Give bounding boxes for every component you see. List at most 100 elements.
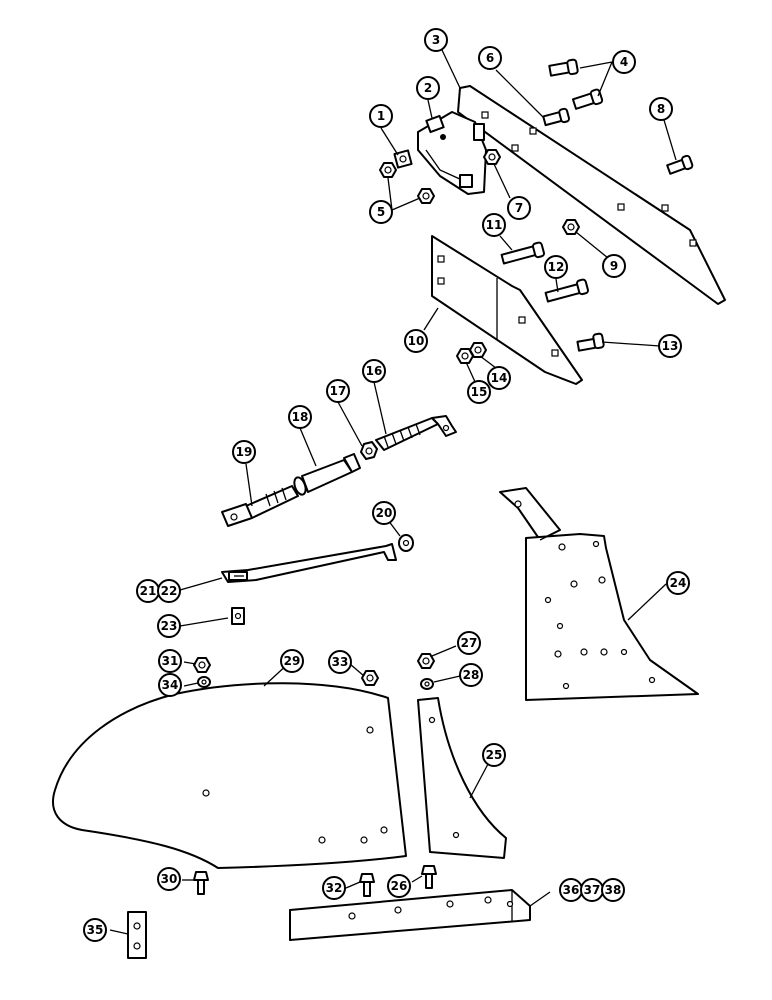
part-29-moldboard <box>52 682 407 869</box>
callout-24: 24 <box>666 571 690 595</box>
callout-2: 2 <box>416 76 440 100</box>
callout-13: 13 <box>658 334 682 358</box>
callout-label: 13 <box>662 339 679 353</box>
part-15-nut <box>456 348 474 364</box>
callout-label: 17 <box>330 384 347 398</box>
callout-31: 31 <box>158 649 182 673</box>
callout-label: 21 <box>140 584 157 598</box>
callout-18: 18 <box>288 405 312 429</box>
callout-28: 28 <box>459 663 483 687</box>
part-28-washer <box>420 678 434 690</box>
callout-label: 38 <box>605 883 622 897</box>
part-9-nut <box>562 219 580 235</box>
part-4-bolt-upper <box>548 58 579 77</box>
callout-37: 37 <box>580 878 604 902</box>
callout-label: 30 <box>161 872 178 886</box>
callout-label: 32 <box>326 881 343 895</box>
callout-36: 36 <box>559 878 583 902</box>
callout-32: 32 <box>322 876 346 900</box>
callout-7: 7 <box>507 196 531 220</box>
part-4-bolt-lower <box>571 88 604 110</box>
callout-label: 18 <box>292 410 309 424</box>
callout-label: 9 <box>610 259 618 273</box>
callout-label: 29 <box>284 654 301 668</box>
callout-label: 35 <box>87 923 104 937</box>
part-26-plow-bolt <box>421 865 437 889</box>
part-10-shin <box>431 235 583 385</box>
part-13-bolt <box>576 332 605 352</box>
callout-23: 23 <box>157 614 181 638</box>
callout-6: 6 <box>478 46 502 70</box>
part-30-plow-bolt <box>193 871 209 895</box>
part-6-bolt <box>542 107 571 127</box>
callout-label: 31 <box>162 654 179 668</box>
part-24-frog-plate <box>499 487 699 701</box>
callout-5: 5 <box>369 200 393 224</box>
callout-38: 38 <box>601 878 625 902</box>
callout-10: 10 <box>404 329 428 353</box>
callout-11: 11 <box>482 213 506 237</box>
callout-label: 16 <box>366 364 383 378</box>
callout-17: 17 <box>326 379 350 403</box>
part-25-shin-strip <box>417 697 507 859</box>
callout-label: 37 <box>584 883 601 897</box>
callout-26: 26 <box>387 874 411 898</box>
part-31-nut <box>193 657 211 673</box>
callout-label: 7 <box>515 201 523 215</box>
callout-4: 4 <box>612 50 636 74</box>
callout-label: 33 <box>332 655 349 669</box>
part-34-washer <box>197 676 211 688</box>
callout-label: 6 <box>486 51 494 65</box>
callout-label: 14 <box>491 371 508 385</box>
part-18-sleeve <box>293 453 361 496</box>
callout-label: 20 <box>376 506 393 520</box>
callout-label: 27 <box>461 636 478 650</box>
callout-22: 22 <box>157 579 181 603</box>
callout-label: 8 <box>657 102 665 116</box>
callout-25: 25 <box>482 743 506 767</box>
callout-33: 33 <box>328 650 352 674</box>
callout-14: 14 <box>487 366 511 390</box>
leader-lines <box>109 49 677 935</box>
callout-15: 15 <box>467 380 491 404</box>
callout-21: 21 <box>136 579 160 603</box>
part-19-eye-bolt <box>221 485 299 527</box>
part-2-frog-bracket <box>417 111 487 195</box>
callout-label: 11 <box>486 218 503 232</box>
part-36-37-38-share <box>289 889 531 941</box>
part-8-bolt <box>666 154 694 175</box>
callout-label: 26 <box>391 879 408 893</box>
callout-label: 24 <box>670 576 687 590</box>
part-21-22-brace <box>221 543 397 583</box>
callout-27: 27 <box>457 631 481 655</box>
callout-label: 5 <box>377 205 385 219</box>
part-7-nut <box>483 149 501 165</box>
callout-label: 22 <box>161 584 178 598</box>
callout-label: 10 <box>408 334 425 348</box>
part-3-landside-bar <box>457 85 726 305</box>
callout-label: 23 <box>161 619 178 633</box>
part-35-plate <box>127 911 147 959</box>
callout-1: 1 <box>369 104 393 128</box>
callout-20: 20 <box>372 501 396 525</box>
callout-label: 36 <box>563 883 580 897</box>
callout-19: 19 <box>232 440 256 464</box>
part-1-square-nut <box>393 149 413 169</box>
part-5-nut-a <box>379 162 397 178</box>
callout-12: 12 <box>544 255 568 279</box>
callout-16: 16 <box>362 359 386 383</box>
callout-3: 3 <box>424 28 448 52</box>
callout-label: 1 <box>377 109 385 123</box>
callout-label: 34 <box>162 678 179 692</box>
callout-8: 8 <box>649 97 673 121</box>
callout-9: 9 <box>602 254 626 278</box>
callout-label: 12 <box>548 260 565 274</box>
callout-30: 30 <box>157 867 181 891</box>
callout-label: 3 <box>432 33 440 47</box>
part-32-plow-bolt <box>359 873 375 897</box>
part-20-washer <box>398 534 414 552</box>
part-17-nut <box>360 441 378 460</box>
callout-label: 25 <box>486 748 503 762</box>
part-11-bolt <box>500 241 545 265</box>
